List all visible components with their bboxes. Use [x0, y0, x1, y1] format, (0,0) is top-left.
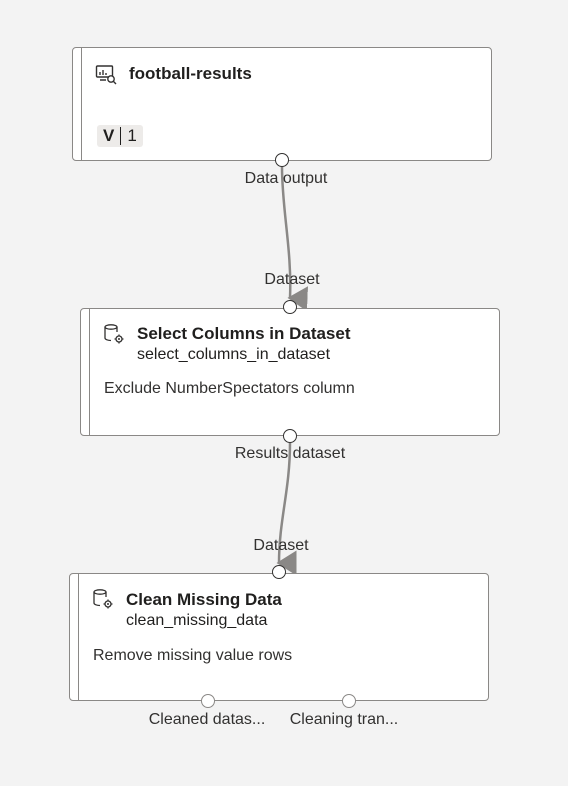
node-subtitle: clean_missing_data — [126, 612, 268, 629]
node-stripe — [81, 48, 82, 160]
version-badge: V 1 — [97, 125, 143, 147]
clean-missing-output-port-1-label: Cleaned datas... — [148, 711, 266, 728]
clean-missing-output-port-2[interactable] — [342, 694, 356, 708]
node-stripe — [89, 309, 90, 435]
select-columns-input-port-label: Dataset — [264, 271, 320, 288]
module-node-select-columns[interactable]: Select Columns in Dataset select_columns… — [80, 308, 500, 436]
version-value: 1 — [127, 126, 137, 145]
node-title: football-results — [129, 64, 252, 83]
dataset-output-port[interactable] — [275, 153, 289, 167]
select-columns-output-port[interactable] — [283, 429, 297, 443]
dataset-output-port-label: Data output — [244, 170, 328, 187]
node-subtitle: select_columns_in_dataset — [137, 346, 331, 363]
node-stripe — [78, 574, 79, 700]
node-description: Exclude NumberSpectators column — [104, 380, 355, 397]
version-separator — [120, 127, 122, 145]
node-title: Clean Missing Data — [126, 590, 282, 609]
clean-missing-input-port[interactable] — [272, 565, 286, 579]
clean-missing-output-port-2-label: Cleaning tran... — [289, 711, 399, 728]
module-gear-icon — [103, 323, 125, 345]
select-columns-output-port-label: Results dataset — [234, 445, 346, 462]
version-label: V — [103, 126, 115, 145]
node-title: Select Columns in Dataset — [137, 324, 351, 343]
clean-missing-input-port-label: Dataset — [253, 537, 309, 554]
clean-missing-output-port-1[interactable] — [201, 694, 215, 708]
dataset-node-football-results[interactable]: football-results V 1 — [72, 47, 492, 161]
module-node-clean-missing-data[interactable]: Clean Missing Data clean_missing_data Re… — [69, 573, 489, 701]
dataset-monitor-icon — [95, 64, 117, 86]
select-columns-input-port[interactable] — [283, 300, 297, 314]
module-gear-icon — [92, 588, 114, 610]
node-description: Remove missing value rows — [93, 647, 293, 664]
